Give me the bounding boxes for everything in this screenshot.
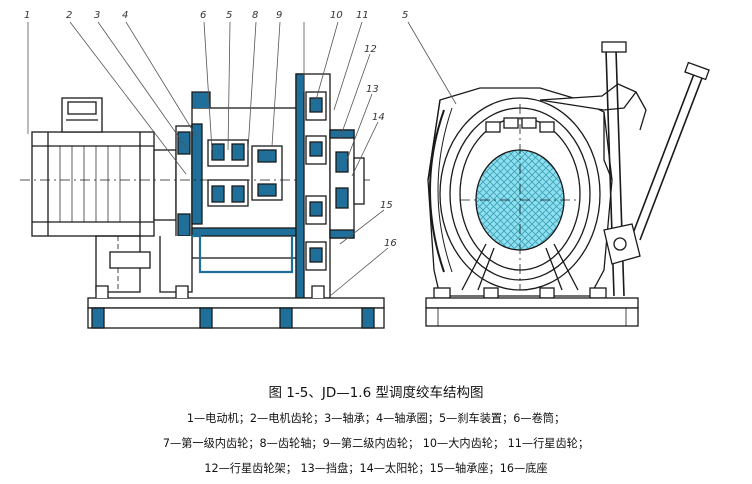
brake-lever <box>539 41 710 297</box>
figure-title: 图 1-5、JD—1.6 型调度绞车结构图 <box>268 385 484 401</box>
callout-3: 3 <box>94 10 100 21</box>
callout-14: 14 <box>372 112 385 123</box>
callout-11: 11 <box>356 10 369 21</box>
callout-numbers-right: 5 <box>402 10 408 21</box>
legend-line-3: 12—行星齿轮架； 13—挡盘；14—太阳轮；15—轴承座；16—底座 <box>204 462 548 475</box>
sectional-view <box>20 21 389 329</box>
callout-8: 8 <box>252 10 258 21</box>
callout-10: 10 <box>330 10 343 21</box>
winch-structure-drawing: 1 2 3 4 6 5 8 9 10 11 12 13 14 15 16 <box>20 10 710 329</box>
callout-5-right: 5 <box>402 10 408 21</box>
planetary-housing <box>295 73 365 299</box>
callout-15: 15 <box>380 200 393 211</box>
callout-16: 16 <box>384 238 397 249</box>
callout-12: 12 <box>364 44 377 55</box>
callout-2: 2 <box>66 10 72 21</box>
callout-6: 6 <box>200 10 206 21</box>
end-view <box>407 21 710 327</box>
callout-13: 13 <box>366 84 379 95</box>
legend-line-2: 7—第一级内齿轮；8—齿轮轴；9—第二级内齿轮； 10—大内齿轮； 11—行星齿… <box>162 437 590 450</box>
callout-5: 5 <box>226 10 232 21</box>
callout-leaders <box>27 21 389 297</box>
callout-4: 4 <box>122 10 128 21</box>
callout-1: 1 <box>24 10 30 21</box>
callout-9: 9 <box>276 10 282 21</box>
callout-numbers-left: 1 2 3 4 6 5 8 9 10 11 12 13 14 15 16 <box>24 10 397 249</box>
base <box>87 285 385 329</box>
legend-line-1: 1—电动机；2—电机齿轮；3—轴承；4—轴承圈；5—刹车装置；6—卷筒； <box>186 412 566 425</box>
drum-section <box>20 91 370 259</box>
